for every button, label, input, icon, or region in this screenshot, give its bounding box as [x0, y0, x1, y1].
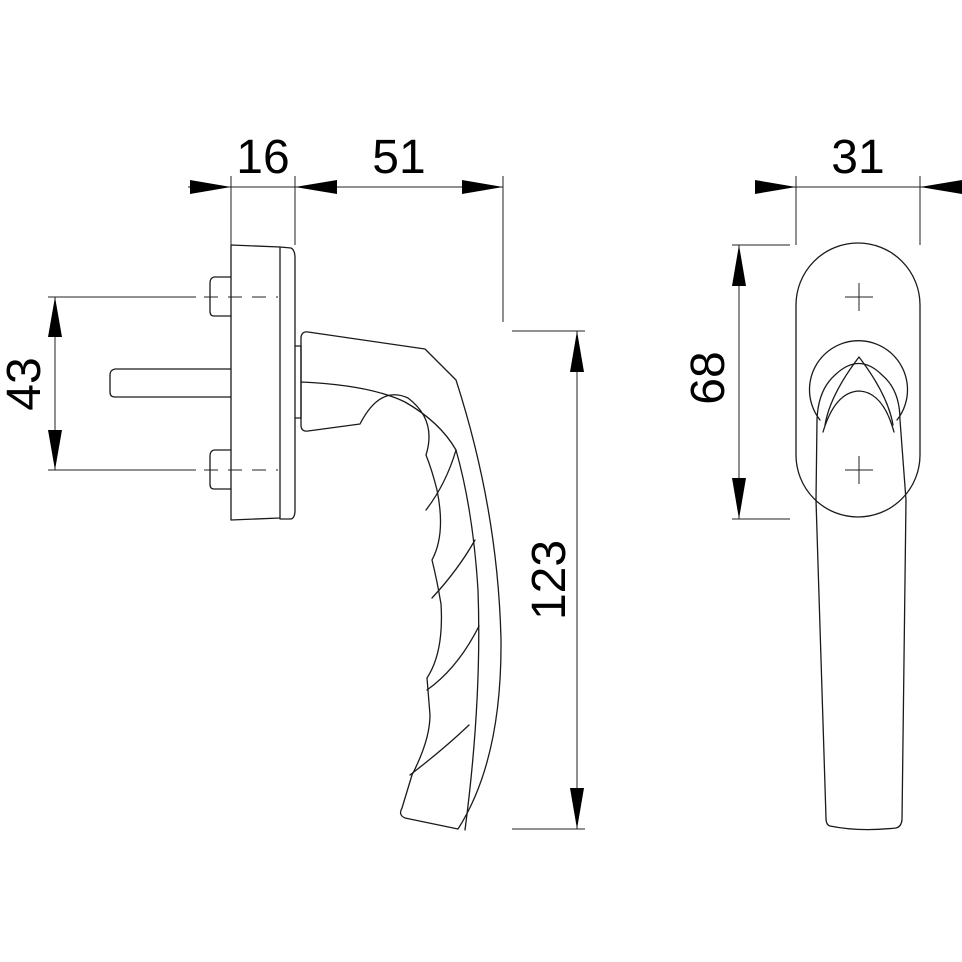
upper-hole-mark: [845, 283, 873, 311]
dimension-label-123: 123: [523, 540, 576, 620]
handle-inner-front: [822, 390, 895, 433]
grip-ridge: [431, 539, 476, 599]
dimension-68: 68: [682, 244, 790, 520]
dimension-label-31: 31: [831, 131, 884, 184]
dimension-31: 31: [755, 131, 962, 245]
neck-collar-front: [808, 340, 909, 421]
dimension-label-51: 51: [372, 131, 425, 184]
side-view: [109, 244, 502, 831]
front-view: [795, 242, 921, 831]
dimension-123: 123: [512, 330, 585, 830]
lower-hole-mark: [845, 456, 873, 484]
rosette-plate-side: [230, 244, 281, 521]
dimension-label-16: 16: [236, 131, 289, 184]
dimension-label-43: 43: [0, 357, 51, 410]
handle-body-side: [300, 331, 502, 830]
grip-ridge: [426, 625, 480, 691]
neck-washer: [294, 345, 302, 419]
neck-inner-arc: [824, 356, 894, 426]
dimension-43: 43: [0, 296, 278, 471]
rosette-cap-side: [279, 246, 296, 520]
handle-lever-front: [815, 362, 907, 831]
handle-inner-contour: [300, 381, 480, 831]
grip-ridge: [409, 724, 470, 776]
dimension-label-68: 68: [682, 351, 735, 404]
rosette-front: [795, 242, 921, 518]
spindle: [109, 368, 232, 398]
dimension-16-51: 16 51: [188, 131, 504, 322]
grip-ridge: [425, 449, 457, 511]
